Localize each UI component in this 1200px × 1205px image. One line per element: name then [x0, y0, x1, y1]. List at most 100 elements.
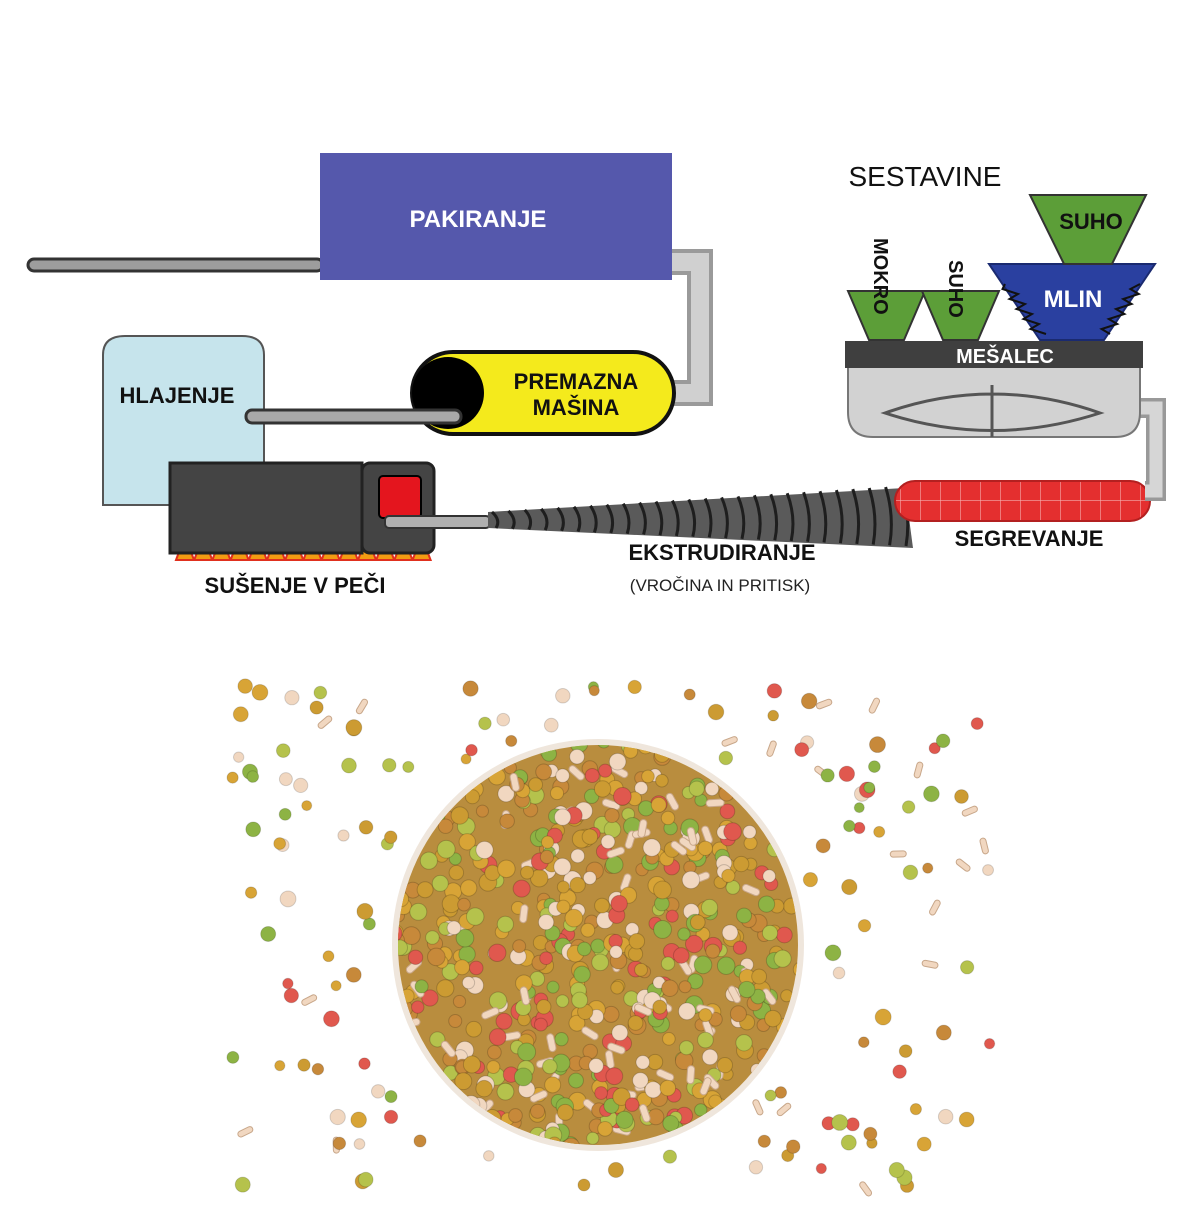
kibble: [751, 968, 768, 985]
kibble: [450, 806, 469, 825]
kibble: [555, 688, 571, 704]
kibble: [569, 748, 585, 765]
kibble: [659, 1079, 677, 1097]
bone-kibble: [665, 792, 680, 811]
kibble: [358, 1057, 371, 1070]
kibble: [539, 951, 553, 966]
coating-stage: PREMAZNA MAŠINA: [244, 350, 676, 436]
kibble: [845, 1117, 860, 1132]
kibble: [301, 800, 313, 812]
kibble: [454, 1072, 473, 1091]
ingredients-title: SESTAVINE: [848, 161, 1001, 192]
bone-kibble: [509, 772, 520, 792]
kibble: [517, 1042, 537, 1062]
kibble: [660, 956, 676, 971]
kibble: [662, 1115, 680, 1132]
kibble: [688, 780, 705, 797]
kibble: [512, 879, 531, 898]
kibble: [612, 1087, 631, 1106]
bone-kibble: [741, 883, 761, 897]
screw-thread: [654, 500, 664, 536]
kibble: [553, 857, 572, 876]
extrusion-note: (VROČINA IN PRITISK): [630, 576, 810, 595]
kibble: [611, 1024, 629, 1042]
kibble: [497, 859, 516, 879]
kibble: [704, 781, 720, 797]
screw-thread: [720, 496, 729, 539]
oven-body: [168, 461, 364, 555]
mixer-stage: MEŠALEC: [845, 341, 1143, 438]
kibble: [652, 999, 668, 1015]
kibble: [644, 1081, 662, 1099]
kibble: [580, 922, 596, 938]
bone-kibble: [519, 904, 529, 924]
kibble: [505, 734, 518, 748]
kibble: [556, 880, 570, 894]
kibble: [647, 1108, 665, 1126]
kibble: [641, 769, 655, 784]
kibble: [437, 818, 454, 834]
kibble: [853, 802, 865, 814]
wet-label: MOKRO: [869, 238, 891, 315]
screw-thread: [769, 493, 779, 541]
kibble: [721, 924, 739, 942]
kibble: [543, 717, 559, 733]
bone-kibble: [237, 1126, 254, 1138]
kibble: [457, 897, 471, 912]
bone-kibble: [721, 736, 738, 747]
screw-thread: [884, 486, 893, 546]
kibble: [757, 895, 776, 913]
kibble: [794, 742, 810, 758]
kibble: [556, 1103, 574, 1121]
kibble: [260, 925, 277, 942]
kibble: [582, 871, 597, 885]
kibble: [604, 807, 620, 824]
kibble: [495, 1012, 513, 1030]
kibble: [313, 685, 328, 700]
kibble: [513, 1067, 533, 1087]
kibble: [628, 932, 646, 950]
kibble: [723, 822, 742, 841]
kibble: [555, 768, 570, 783]
bone-kibble: [979, 837, 989, 855]
kibble: [497, 785, 515, 803]
kibble: [594, 897, 610, 914]
kibble: [311, 1062, 325, 1076]
kibble: [653, 920, 672, 939]
kibble: [529, 1103, 546, 1119]
kibble: [863, 781, 876, 794]
kibble: [464, 789, 480, 805]
kibble: [898, 1044, 913, 1058]
kibble: [554, 1032, 569, 1047]
cooling-label: HLAJENJE: [120, 383, 235, 408]
bone-kibble: [637, 819, 648, 838]
kibble: [353, 1138, 366, 1150]
kibble: [868, 736, 886, 754]
kibble: [761, 924, 779, 942]
kibble: [542, 1058, 558, 1075]
packaging-stage: PAKIRANJE: [26, 153, 672, 280]
bone-kibble: [929, 899, 941, 916]
kibble: [555, 994, 570, 1008]
mill-spring: [1099, 283, 1142, 335]
kibble: [841, 878, 858, 896]
kibble: [556, 899, 571, 914]
kibble: [478, 716, 492, 731]
screw-thread: [638, 501, 647, 535]
screw-thread: [687, 498, 697, 538]
kibble: [409, 902, 428, 921]
kibble: [496, 1082, 515, 1101]
bone-kibble: [961, 805, 978, 817]
kibble: [735, 1034, 753, 1052]
kibble-bowl-photo: [226, 678, 996, 1197]
packaging-box: [320, 153, 672, 280]
kibble: [512, 939, 527, 954]
kibble: [678, 1040, 694, 1056]
kibble: [528, 777, 544, 793]
mill-springs: [1001, 283, 1142, 335]
kibble: [278, 772, 293, 787]
kibble: [607, 1161, 624, 1179]
kibble: [436, 979, 455, 998]
kibble: [358, 1171, 374, 1188]
kibble: [284, 690, 300, 706]
